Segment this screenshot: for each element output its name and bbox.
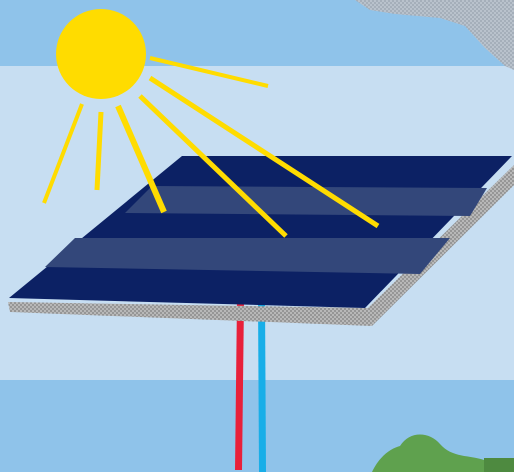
red-cable: [235, 300, 244, 470]
hill-edge: [484, 458, 514, 472]
sun: [56, 9, 146, 99]
blue-cable: [258, 300, 266, 472]
panel-stripe: [45, 238, 450, 274]
hill: [372, 434, 514, 472]
sun-rays: [42, 56, 380, 238]
panel-stripe: [125, 186, 487, 216]
solar-panel: [9, 156, 512, 308]
cloud-shape: [355, 0, 514, 70]
panel-shadow: [8, 302, 372, 326]
